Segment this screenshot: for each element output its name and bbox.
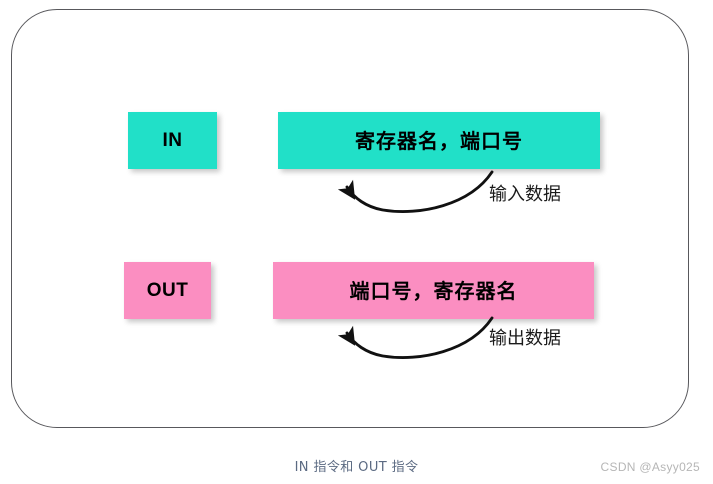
arrow-label-input-data: 输入数据 [489, 184, 561, 205]
instruction-block-in: IN [128, 112, 217, 169]
instruction-mnemonic-in: IN [162, 130, 183, 151]
figure-caption: IN 指令和 OUT 指令 [294, 460, 419, 475]
instruction-mnemonic-out: OUT [146, 280, 189, 301]
diagram-frame [11, 9, 689, 428]
watermark: CSDN @Asyy025 [600, 460, 700, 474]
operand-block-in: 寄存器名，端口号 [278, 112, 600, 169]
arrow-label-output-data: 输出数据 [489, 328, 561, 349]
instruction-block-out: OUT [124, 262, 211, 319]
operand-block-out: 端口号，寄存器名 [273, 262, 594, 319]
operand-text-out: 端口号，寄存器名 [349, 278, 518, 303]
operand-text-in: 寄存器名，端口号 [355, 128, 523, 153]
